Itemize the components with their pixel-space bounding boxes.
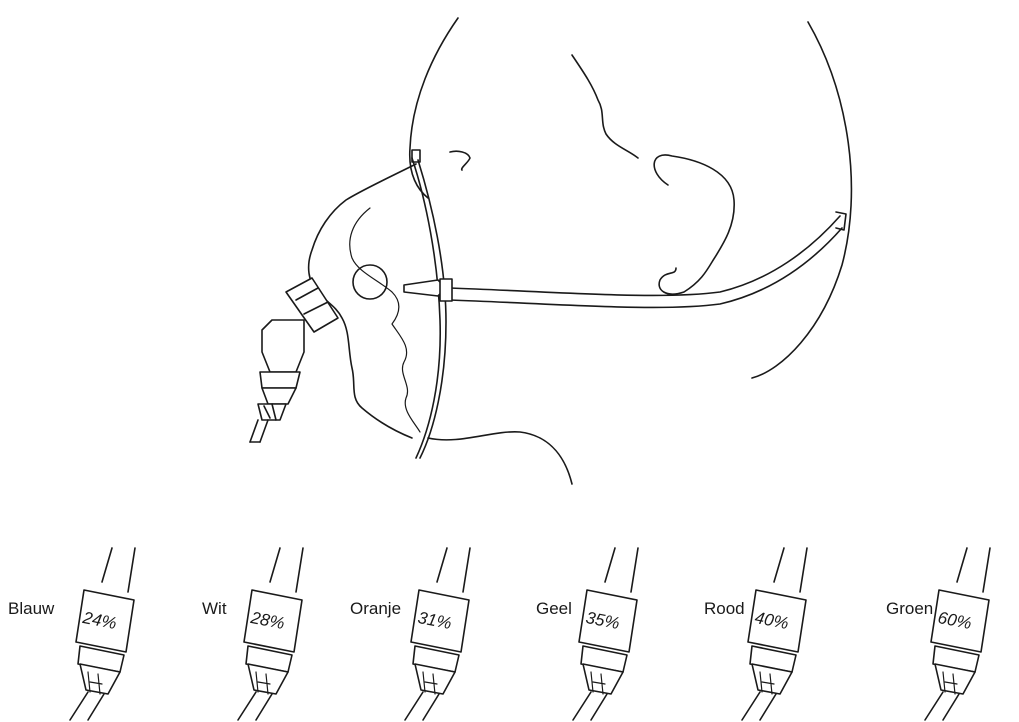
adapter-geel: 35%Geel — [536, 548, 638, 720]
adapter-row: 24%Blauw 28%Wit 31%Oranje 35%Geel 40%Rood 60%… — [8, 548, 990, 720]
face-profile — [350, 208, 420, 432]
adapter-wit: 28%Wit — [202, 548, 303, 720]
adapter-outlet — [238, 692, 272, 720]
hair-detail — [572, 55, 638, 158]
adapter-color-label: Rood — [704, 599, 745, 618]
adapter-rood: 40%Rood — [704, 548, 807, 720]
head-outline — [410, 18, 458, 198]
adapter-outlet — [925, 692, 959, 720]
adapter-tube — [774, 548, 807, 592]
adapter-tube — [957, 548, 990, 592]
nose-clip — [353, 265, 387, 299]
adapter-outlet — [405, 692, 439, 720]
oxygen-mask — [250, 150, 846, 458]
adapter-tube — [270, 548, 303, 592]
strap-clip — [440, 279, 452, 301]
adapter-outlet — [70, 692, 104, 720]
adapter-color-label: Geel — [536, 599, 572, 618]
adapter-tube — [437, 548, 470, 592]
strap-end — [836, 212, 846, 230]
adapter-color-label: Groen — [886, 599, 933, 618]
adapter-groen: 60%Groen — [886, 548, 990, 720]
head-illustration — [350, 18, 852, 484]
adapter-tube — [102, 548, 135, 592]
adapter-oranje: 31%Oranje — [350, 548, 470, 720]
head-strap — [450, 216, 840, 295]
adapter-outlet — [742, 692, 776, 720]
venturi-connector — [250, 278, 338, 442]
ear — [654, 155, 734, 294]
eye-line — [450, 151, 470, 170]
adapter-outlet — [573, 692, 607, 720]
adapter-color-label: Blauw — [8, 599, 55, 618]
adapter-blauw: 24%Blauw — [8, 548, 135, 720]
adapter-color-label: Oranje — [350, 599, 401, 618]
back-of-head — [752, 22, 851, 378]
adapter-color-label: Wit — [202, 599, 227, 618]
adapter-tube — [605, 548, 638, 592]
jaw-neck — [428, 432, 572, 484]
